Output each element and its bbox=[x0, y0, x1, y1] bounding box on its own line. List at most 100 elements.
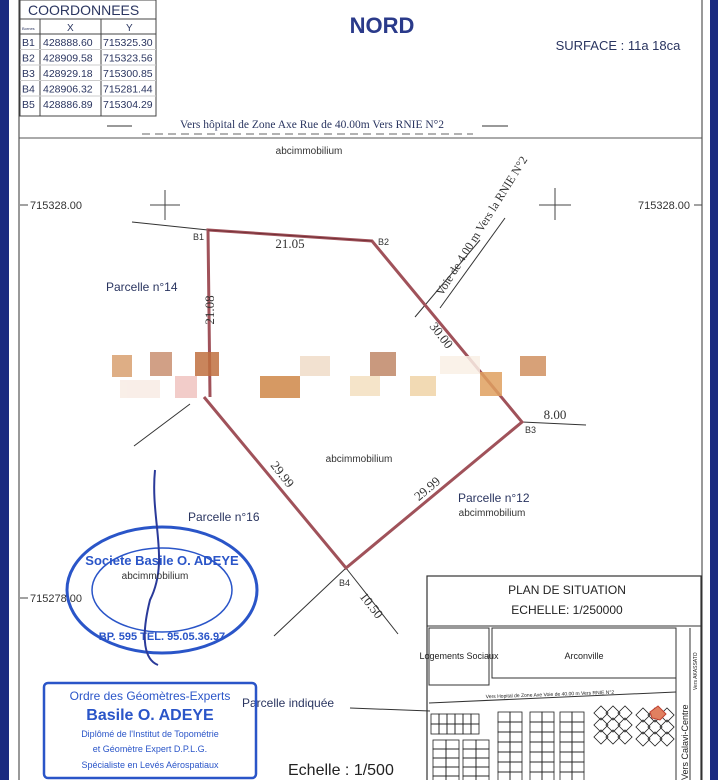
city-block bbox=[509, 731, 523, 743]
watermark: abcimmobilium bbox=[276, 146, 343, 157]
city-block bbox=[497, 721, 511, 733]
city-block bbox=[559, 711, 573, 723]
parcel-labels: Parcelle n°14 Parcelle n°16 Parcelle n°1… bbox=[106, 280, 530, 710]
city-block bbox=[571, 761, 585, 773]
situation-road: Vers Hopital de Zone Axe Voie de 40.00 m… bbox=[486, 690, 615, 700]
scale-label: Echelle : 1/500 bbox=[288, 762, 394, 779]
city-block bbox=[509, 741, 523, 753]
city-block bbox=[445, 748, 460, 759]
coord-cell-y: 715325.30 bbox=[103, 37, 153, 49]
city-block bbox=[445, 739, 460, 750]
distance-labels: 21.05 21.08 30.00 8.00 29.99 29.99 10.50… bbox=[202, 154, 566, 622]
situation-side-road-2: Vers AKASSATO bbox=[693, 652, 699, 690]
coord-col-id: Bornes bbox=[22, 26, 35, 31]
watermark-stamp: abcimmobilium bbox=[122, 571, 189, 582]
city-block bbox=[559, 761, 573, 773]
coord-cell-y: 715304.29 bbox=[103, 99, 153, 111]
situation-logements: Logements Sociaux bbox=[419, 651, 499, 661]
coord-cell-y: 715323.56 bbox=[103, 53, 153, 65]
city-block bbox=[432, 775, 447, 780]
city-block bbox=[509, 771, 523, 780]
coord-cell-x: 428909.58 bbox=[43, 53, 93, 65]
city-block bbox=[509, 721, 523, 733]
side-road-label: Voie de 4.00 m Vers la RNIE N°2 bbox=[433, 154, 531, 299]
city-block bbox=[541, 721, 555, 733]
city-block bbox=[438, 713, 448, 725]
city-block bbox=[446, 713, 456, 725]
city-block bbox=[475, 766, 490, 777]
city-block bbox=[475, 757, 490, 768]
city-block bbox=[497, 711, 511, 723]
blurred-region bbox=[112, 352, 546, 398]
parcel-12: Parcelle n°12 bbox=[458, 491, 530, 505]
coord-cell-id: B4 bbox=[22, 84, 35, 96]
coord-col-x: X bbox=[67, 23, 74, 34]
city-block bbox=[462, 748, 477, 759]
situation-title: PLAN DE SITUATION bbox=[508, 583, 626, 597]
city-block bbox=[462, 713, 472, 725]
city-block bbox=[635, 707, 651, 723]
city-block bbox=[470, 713, 480, 725]
parcel-16: Parcelle n°16 bbox=[188, 510, 260, 524]
city-block bbox=[571, 771, 585, 780]
watermark-right: abcimmobilium bbox=[459, 508, 526, 519]
city-block bbox=[430, 723, 440, 735]
stamp-line1: Ordre des Géomètres-Experts bbox=[70, 689, 231, 703]
frame-right-band bbox=[710, 0, 718, 780]
city-block bbox=[497, 771, 511, 780]
city-block bbox=[432, 757, 447, 768]
city-block bbox=[497, 731, 511, 743]
city-block bbox=[497, 751, 511, 763]
city-block bbox=[462, 775, 477, 780]
coord-cell-x: 428906.32 bbox=[43, 84, 93, 96]
grid-label-y-bottom-left: 715278.00 bbox=[30, 593, 82, 605]
beacon-b4: B4 bbox=[339, 578, 350, 588]
situation-scale: ECHELLE: 1/250000 bbox=[511, 603, 623, 617]
city-block bbox=[593, 729, 609, 745]
city-block bbox=[475, 739, 490, 750]
grid-crosses bbox=[20, 188, 702, 599]
coord-cell-id: B3 bbox=[22, 68, 35, 80]
company-round-stamp: Societe Basile O. ADEYE BP. 595 TEL. 95.… bbox=[65, 469, 259, 666]
distance-b2-b3: 30.00 bbox=[427, 319, 457, 351]
beacon-b3: B3 bbox=[525, 425, 536, 435]
city-block bbox=[529, 771, 543, 780]
city-block bbox=[605, 717, 621, 733]
city-block bbox=[446, 723, 456, 735]
city-block bbox=[432, 739, 447, 750]
city-block bbox=[541, 771, 555, 780]
distance-b1-b5: 21.08 bbox=[202, 295, 217, 324]
city-block bbox=[605, 705, 621, 721]
city-block bbox=[617, 729, 633, 745]
grid-label-y-top-left: 715328.00 bbox=[30, 200, 82, 212]
city-block bbox=[559, 741, 573, 753]
city-block bbox=[647, 731, 663, 747]
city-block bbox=[432, 748, 447, 759]
city-block bbox=[509, 751, 523, 763]
city-block bbox=[462, 723, 472, 735]
city-block bbox=[445, 775, 460, 780]
stamp-round-text: Societe Basile O. ADEYE bbox=[85, 553, 239, 568]
distance-b4-ext: 10.50 bbox=[357, 589, 387, 621]
city-block bbox=[445, 766, 460, 777]
distance-b3-ext: 8.00 bbox=[544, 407, 567, 422]
stamp-line4: et Géomètre Expert D.P.L.G. bbox=[93, 744, 207, 754]
city-block bbox=[438, 723, 448, 735]
stamp-line2: Basile O. ADEYE bbox=[86, 707, 214, 724]
city-block bbox=[509, 761, 523, 773]
city-block bbox=[462, 757, 477, 768]
road-top-label: Vers hôpital de Zone Axe Rue de 40.00m V… bbox=[180, 119, 444, 131]
city-block bbox=[617, 705, 633, 721]
distance-b4-b5: 29.99 bbox=[268, 458, 298, 490]
city-block bbox=[541, 741, 555, 753]
city-block bbox=[559, 751, 573, 763]
city-block bbox=[430, 713, 440, 725]
stamp-round-bottom: BP. 595 TEL. 95.05.36.97 bbox=[99, 631, 225, 643]
city-block bbox=[605, 729, 621, 745]
coord-cell-x: 428886.89 bbox=[43, 99, 93, 111]
city-block bbox=[509, 711, 523, 723]
city-block bbox=[454, 713, 464, 725]
city-block bbox=[635, 719, 651, 735]
